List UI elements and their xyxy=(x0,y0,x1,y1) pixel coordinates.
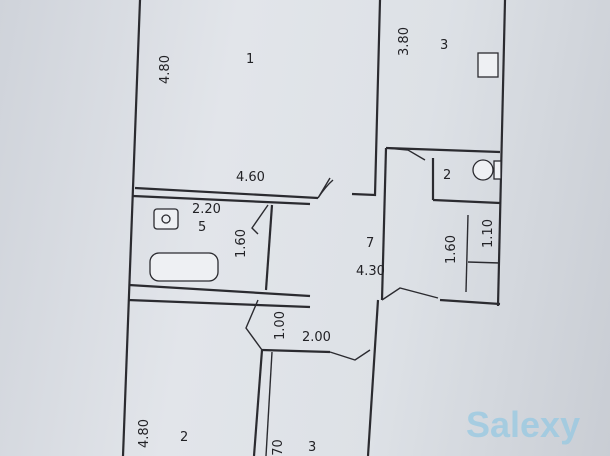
dim-1-60-hall: 1.60 xyxy=(443,235,459,264)
toilet-tank xyxy=(493,160,502,180)
salexy-watermark: Salexy xyxy=(466,404,581,445)
storage-mid xyxy=(467,261,501,264)
wall-hall-right xyxy=(380,147,388,301)
wall-bath-right xyxy=(264,204,274,291)
outer-wall-left xyxy=(121,0,142,456)
dim-4-80-bottom: 4.80 xyxy=(136,419,152,448)
room-2-bottom-label: 2 xyxy=(180,430,189,445)
wall-room2-top xyxy=(127,298,311,309)
dim-4-30: 4.30 xyxy=(356,264,385,279)
door-room1 xyxy=(317,177,334,199)
wall-room1-bottom xyxy=(134,186,319,200)
wall-hall-right-bottom xyxy=(439,298,501,306)
dim-2-20: 2.20 xyxy=(192,202,221,217)
room-2-wc-label: 2 xyxy=(443,168,452,183)
outer-wall-right xyxy=(496,0,507,307)
room-1-label: 1 xyxy=(246,52,255,67)
door-wc xyxy=(385,147,426,161)
wall-corridor-right xyxy=(366,299,380,456)
wall-room3-inner xyxy=(265,351,273,456)
door-bath xyxy=(251,204,269,235)
dim-4-80-top: 4.80 xyxy=(157,55,173,84)
bathtub-icon xyxy=(149,252,219,282)
dim-1-60-bath: 1.60 xyxy=(233,229,249,258)
basin-icon xyxy=(477,52,499,78)
wall-wc-top xyxy=(385,146,501,154)
toilet-icon xyxy=(472,159,494,181)
wall-wc-bottom xyxy=(432,198,501,205)
dim-3-80: 3.80 xyxy=(396,27,412,56)
wall-bath-top xyxy=(132,194,311,206)
door-corridor xyxy=(329,349,371,361)
storage-left xyxy=(465,214,469,293)
dim-4-60: 4.60 xyxy=(236,170,265,185)
dim-1-10: 1.10 xyxy=(480,219,496,248)
room-3-bottom-label: 3 xyxy=(308,440,317,455)
door-room2 xyxy=(245,299,263,351)
room-3-top-label: 3 xyxy=(440,38,449,53)
dim-1-00: 1.00 xyxy=(272,311,288,340)
dim-2-00: 2.00 xyxy=(302,330,331,345)
sink-drain xyxy=(161,214,171,224)
wall-corridor-bottom xyxy=(261,348,331,354)
wall-bath-bottom xyxy=(128,283,311,298)
door-hall xyxy=(381,287,439,301)
wall-room3-left xyxy=(252,349,264,456)
dim-70: 70 xyxy=(270,439,286,456)
room-7-label: 7 xyxy=(366,236,375,251)
wall-room1-right xyxy=(351,0,382,197)
room-5-label: 5 xyxy=(198,220,207,235)
